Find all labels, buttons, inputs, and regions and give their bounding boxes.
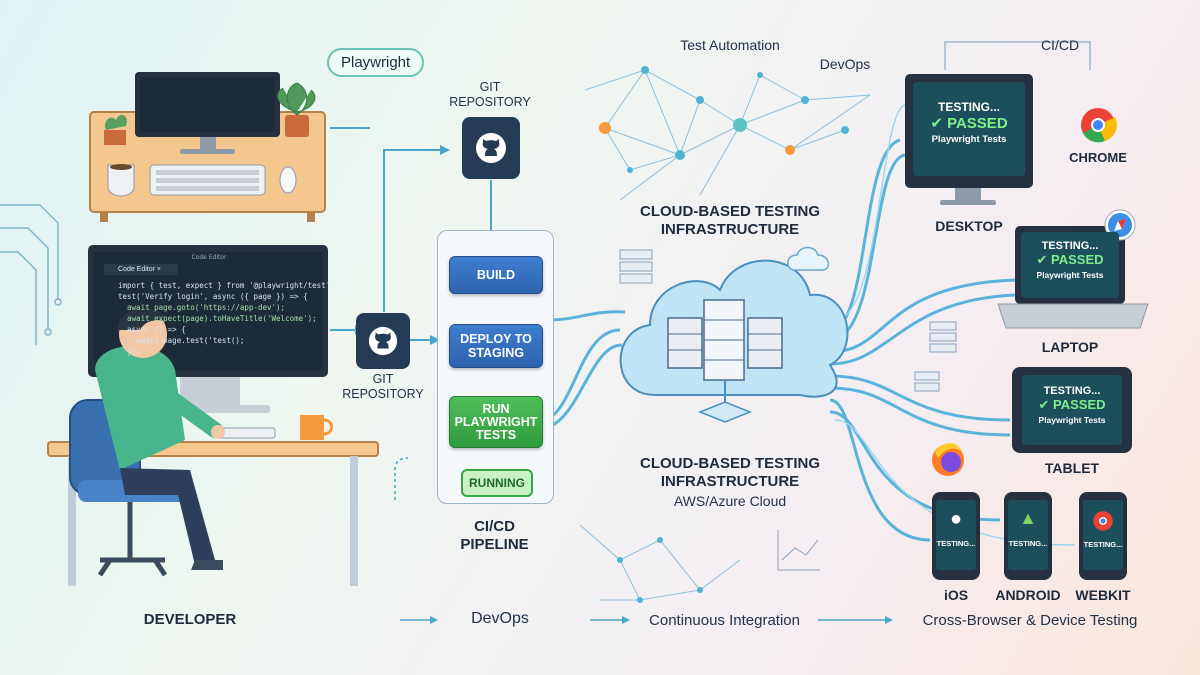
code-line: await page.test('test(); xyxy=(118,336,245,345)
phone-webkit: TESTING... xyxy=(1079,492,1127,580)
phone-android: ▲ TESTING... xyxy=(1004,492,1052,580)
cloud-title-top: CLOUD-BASED TESTING INFRASTRUCTURE xyxy=(640,203,820,238)
code-line: test('Verify login', async ({ page }) =>… xyxy=(118,292,308,301)
pipeline-status-running: RUNNING xyxy=(461,469,533,497)
bottom-developer: DEVELOPER xyxy=(143,611,237,628)
label-cicd-top: CI/CD xyxy=(1040,37,1080,53)
network-graph xyxy=(584,68,871,201)
chrome-icon xyxy=(1093,511,1113,531)
server-icons xyxy=(619,249,957,392)
apple-icon: ● xyxy=(949,508,963,530)
bottom-devops: DevOps xyxy=(471,610,529,627)
check-icon: ✔ xyxy=(1036,252,1048,267)
playwright-pill: Playwright xyxy=(327,48,425,77)
cicd-bracket xyxy=(944,41,1091,70)
desktop-testing: TESTING... xyxy=(937,100,1000,114)
tablet-label: TABLET xyxy=(1044,460,1100,476)
git-repo-mid-icon[interactable] xyxy=(356,313,410,369)
desktop-suite: Playwright Tests xyxy=(931,134,1007,145)
tablet-passed: ✔ PASSED xyxy=(1038,397,1106,412)
chrome-label: CHROME xyxy=(1069,150,1127,165)
label-test-automation: Test Automation xyxy=(680,37,780,53)
android-icon: ▲ xyxy=(1019,508,1037,528)
server-racks xyxy=(667,299,783,423)
check-icon: ✔ xyxy=(930,115,943,132)
code-line: }); xyxy=(118,347,141,356)
bottom-continuous-integration: Continuous Integration xyxy=(649,612,800,629)
pipeline-title: CI/CD PIPELINE xyxy=(460,518,529,553)
check-icon: ✔ xyxy=(1038,397,1050,412)
git-repo-top-icon[interactable] xyxy=(462,117,520,179)
stage-run-playwright-tests[interactable]: RUN PLAYWRIGHT TESTS xyxy=(449,396,543,448)
desktop-label: DESKTOP xyxy=(935,218,1003,234)
code-line: async () => { xyxy=(118,325,186,334)
git-repo-mid-label: GIT REPOSITORY xyxy=(342,372,424,401)
phone-android-label: ANDROID xyxy=(995,587,1061,603)
network-nodes-lower xyxy=(617,537,703,603)
stage-deploy-staging[interactable]: DEPLOY TO STAGING xyxy=(449,324,543,368)
code-editor-tab[interactable]: Code Editor × xyxy=(104,264,178,275)
code-line: import { test, expect } from '@playwrigh… xyxy=(118,281,335,290)
laptop-passed: ✔ PASSED xyxy=(1036,252,1104,267)
circuit-decoration xyxy=(0,204,62,345)
desktop-passed: ✔ PASSED xyxy=(930,115,1008,132)
network-graph-lower xyxy=(579,524,741,601)
bottom-arrowheads xyxy=(430,616,893,624)
desktop-screen: TESTING... ✔ PASSED Playwright Tests xyxy=(913,82,1025,176)
phone-ios-status: TESTING... xyxy=(936,539,976,548)
tablet-testing: TESTING... xyxy=(1043,385,1101,397)
laptop-suite: Playwright Tests xyxy=(1036,270,1104,280)
network-nodes xyxy=(599,66,849,173)
phone-webkit-label: WEBKIT xyxy=(1075,587,1131,603)
firefox-icon xyxy=(932,443,964,476)
git-repo-top-label: GIT REPOSITORY xyxy=(449,80,531,109)
laptop-testing: TESTING... xyxy=(1041,240,1099,252)
phone-webkit-status: TESTING... xyxy=(1083,540,1123,549)
dashed-connector xyxy=(394,457,409,500)
code-editor-body[interactable]: import { test, expect } from '@playwrigh… xyxy=(118,280,340,392)
developer-figure xyxy=(69,308,225,577)
code-line: await page.goto('https://app-dev'); xyxy=(118,303,286,312)
phone-ios: ● TESTING... xyxy=(932,492,980,580)
chrome-icon xyxy=(1081,108,1117,143)
label-devops-top: DevOps xyxy=(819,56,871,72)
bottom-cross-browser-testing: Cross-Browser & Device Testing xyxy=(922,612,1138,629)
cloud-title-bottom: CLOUD-BASED TESTING INFRASTRUCTURE xyxy=(640,455,820,490)
tablet-suite: Playwright Tests xyxy=(1038,415,1106,425)
stage-build[interactable]: BUILD xyxy=(449,256,543,294)
phone-android-status: TESTING... xyxy=(1008,539,1048,548)
github-icon xyxy=(368,326,398,356)
laptop-screen: TESTING... ✔ PASSED Playwright Tests xyxy=(1021,232,1119,298)
tablet-screen: TESTING... ✔ PASSED Playwright Tests xyxy=(1022,375,1122,445)
phone-ios-label: iOS xyxy=(943,587,969,603)
code-editor-window-title: Code Editor xyxy=(191,254,227,261)
upper-desk xyxy=(89,72,326,222)
laptop-label: LAPTOP xyxy=(1041,339,1099,355)
cloud-subtitle: AWS/Azure Cloud xyxy=(673,493,787,509)
mini-chart-icon xyxy=(777,530,820,571)
github-icon xyxy=(476,133,506,163)
code-line: await expect(page).toHaveTitle('Welcome'… xyxy=(118,314,317,323)
